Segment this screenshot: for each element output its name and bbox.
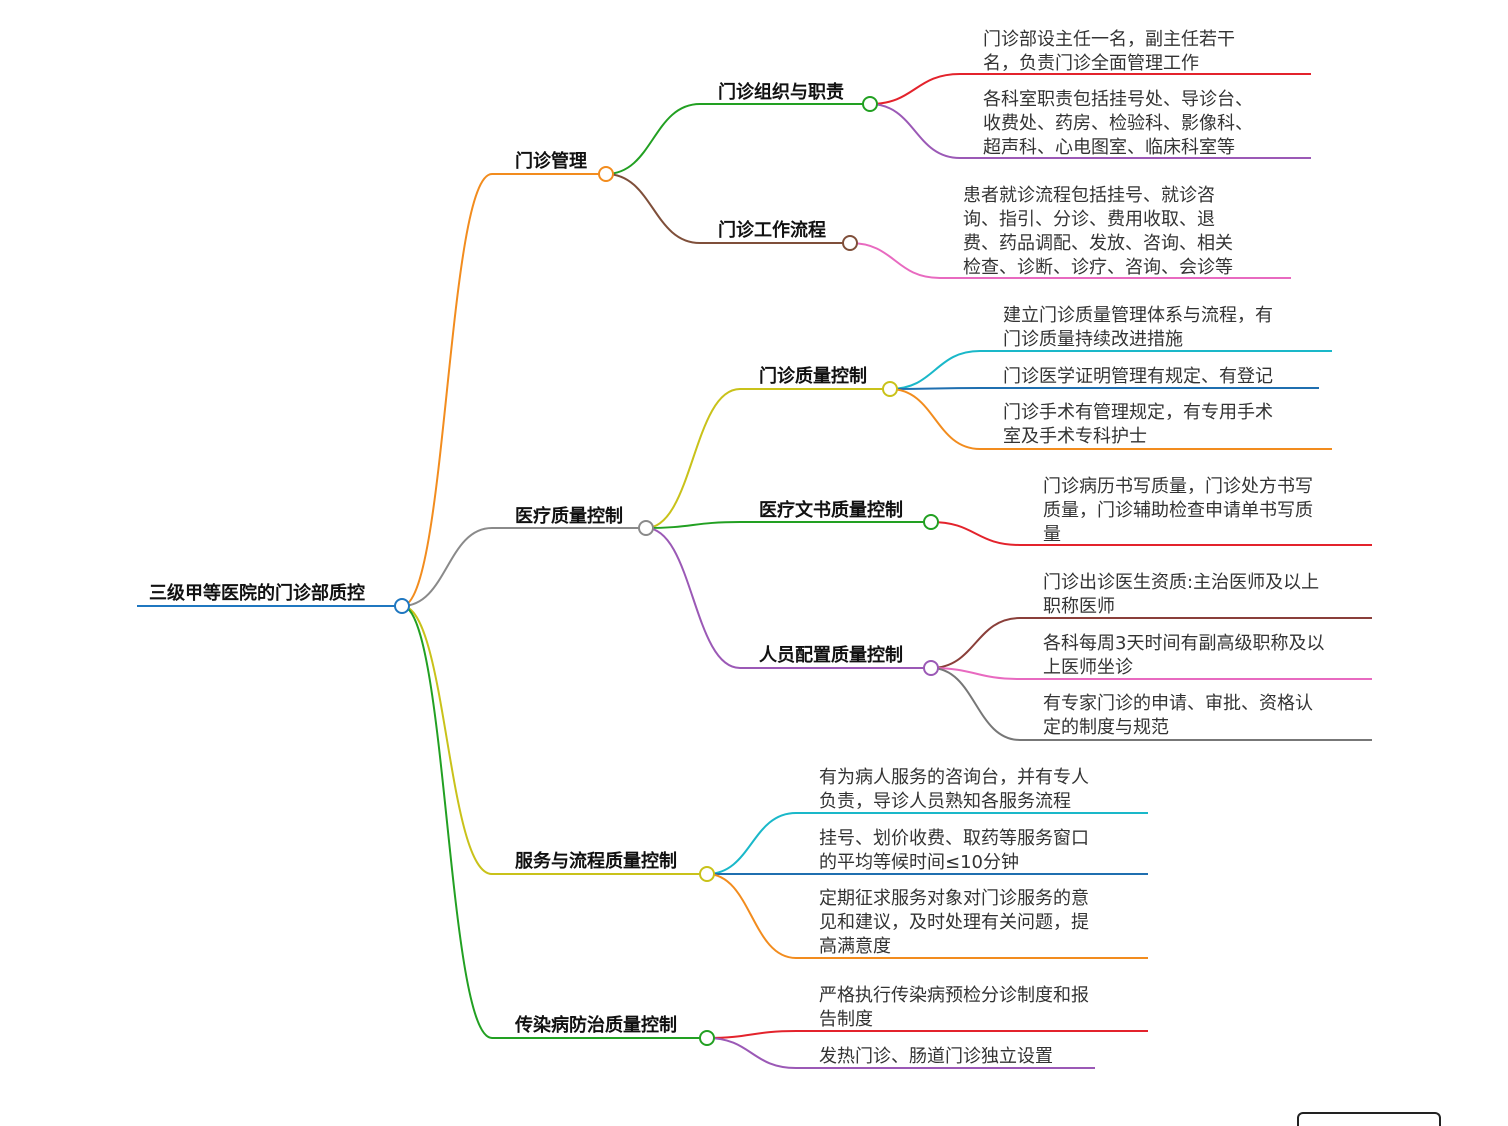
connector-leaf-2-0 (706, 812, 797, 875)
leaf-outpatient-surgery: 门诊手术有管理规定，有专用手术 室及手术专科护士 (1003, 402, 1273, 447)
leaf-fever-clinic-setup: 发热门诊、肠道门诊独立设置 (819, 1046, 1053, 1067)
leaf-feedback-collection: 定期征求服务对象对门诊服务的意 见和建议，及时处理有关问题，提 高满意度 (819, 888, 1089, 957)
connector-branch-1-to-sub-1 (645, 521, 741, 529)
branch-service-process-quality[interactable]: 服务与流程质量控制 (515, 851, 677, 872)
leaf-department-duties: 各科室职责包括挂号处、导诊台、 收费处、药房、检验科、影像科、 超声科、心电图室… (983, 89, 1253, 158)
connector-leaf-3-0 (706, 1030, 797, 1039)
branch-knob-3[interactable] (699, 1030, 715, 1046)
root-node-label[interactable]: 三级甲等医院的门诊部质控 (149, 583, 365, 604)
connector-leaf-1-2-1 (930, 667, 1021, 680)
connector-leaf-2-2 (706, 873, 797, 959)
connector-leaf-1-2-2 (930, 667, 1021, 741)
leaf-doctor-qualification: 门诊出诊医生资质:主治医师及以上 职称医师 (1043, 572, 1320, 617)
branch-outpatient-management[interactable]: 门诊管理 (515, 151, 587, 172)
leaf-director-appointment: 门诊部设主任一名，副主任若干 名，负责门诊全面管理工作 (983, 29, 1235, 74)
subbranch-organization-duties[interactable]: 门诊组织与职责 (718, 82, 844, 103)
leaf-waiting-time: 挂号、划价收费、取药等服务窗口 的平均等候时间≤10分钟 (819, 828, 1089, 873)
connector-root-to-branch-1 (401, 527, 493, 607)
leaf-pre-screening-triage: 严格执行传染病预检分诊制度和报 告制度 (819, 985, 1089, 1030)
leaf-record-writing-quality: 门诊病历书写质量，门诊处方书写 质量，门诊辅助检查申请单书写质 量 (1043, 476, 1313, 545)
branch-medical-quality-control[interactable]: 医疗质量控制 (515, 506, 623, 527)
leaf-consultation-desk: 有为病人服务的咨询台，并有专人 负责，导诊人员熟知各服务流程 (819, 767, 1089, 812)
leaf-quality-system: 建立门诊质量管理体系与流程，有 门诊质量持续改进措施 (1003, 305, 1273, 350)
leaf-senior-doctor-schedule: 各科每周3天时间有副高级职称及以 上医师坐诊 (1043, 633, 1325, 678)
connector-root-to-branch-2 (401, 605, 493, 875)
branch-knob-2[interactable] (699, 866, 715, 882)
subbranch-knob-1-1[interactable] (923, 514, 939, 530)
branch-knob-0[interactable] (598, 166, 614, 182)
leaf-expert-clinic-rules: 有专家门诊的申请、审批、资格认 定的制度与规范 (1043, 693, 1313, 738)
connector-branch-1-to-sub-0 (645, 388, 741, 529)
connector-leaf-0-0-1 (869, 103, 961, 159)
subbranch-document-quality[interactable]: 医疗文书质量控制 (759, 500, 903, 521)
connector-leaf-0-1-0 (849, 242, 941, 279)
branch-knob-1[interactable] (638, 520, 654, 536)
connector-leaf-0-0-0 (869, 73, 961, 105)
subbranch-staffing-quality[interactable]: 人员配置质量控制 (759, 645, 903, 666)
connector-leaf-1-2-0 (930, 617, 1021, 669)
branch-infectious-disease-quality[interactable]: 传染病防治质量控制 (515, 1015, 677, 1036)
connector-leaf-1-0-1 (889, 387, 981, 390)
connector-root-to-branch-0 (401, 173, 493, 607)
connector-leaf-1-0-0 (889, 350, 981, 390)
leaf-patient-flow: 患者就诊流程包括挂号、就诊咨 询、指引、分诊、费用收取、退 费、药品调配、发放、… (963, 185, 1233, 278)
bottom-scroll-handle[interactable] (1297, 1112, 1441, 1126)
subbranch-knob-1-0[interactable] (882, 381, 898, 397)
leaf-medical-certificate: 门诊医学证明管理有规定、有登记 (1003, 366, 1273, 387)
subbranch-workflow[interactable]: 门诊工作流程 (718, 220, 826, 241)
connector-branch-1-to-sub-2 (645, 527, 741, 669)
subbranch-knob-1-2[interactable] (923, 660, 939, 676)
connector-leaf-3-1 (706, 1037, 797, 1069)
connector-branch-0-to-sub-1 (605, 173, 701, 244)
connector-root-to-branch-3 (401, 605, 493, 1039)
connector-leaf-1-1-0 (930, 521, 1021, 546)
connector-leaf-1-0-2 (889, 388, 981, 450)
connector-branch-0-to-sub-0 (605, 103, 701, 175)
subbranch-outpatient-quality[interactable]: 门诊质量控制 (759, 366, 867, 387)
subbranch-knob-0-0[interactable] (862, 96, 878, 112)
root-collapse-knob[interactable] (394, 598, 410, 614)
subbranch-knob-0-1[interactable] (842, 235, 858, 251)
